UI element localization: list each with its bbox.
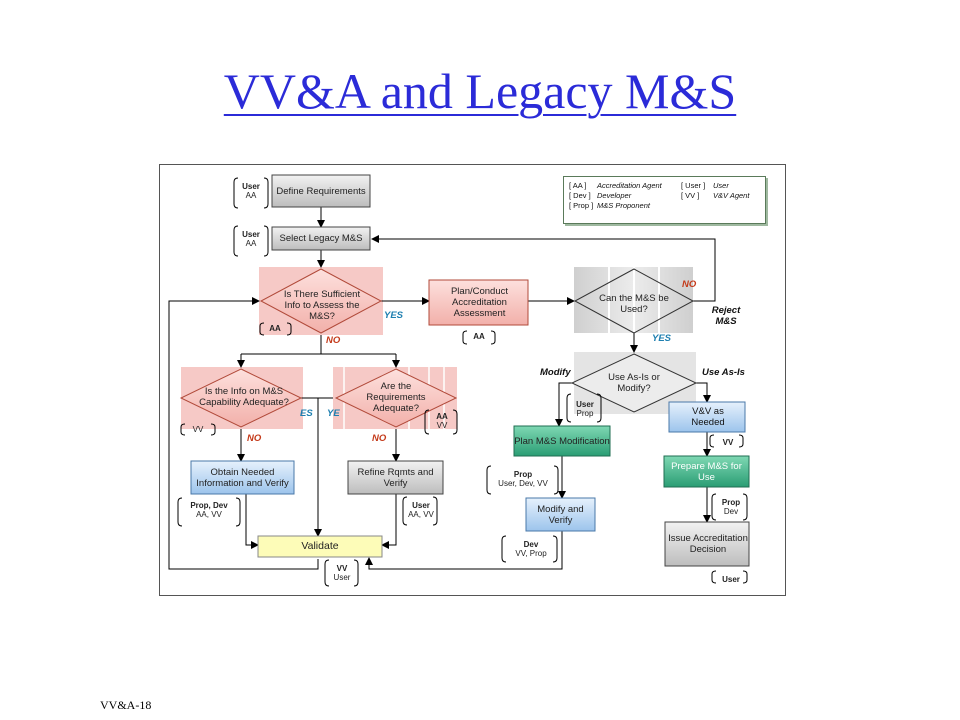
decision-can-be-used[interactable] — [573, 268, 695, 334]
edge-no-sufficient: NO — [326, 335, 341, 346]
edge-yes-can-be-used: YES — [652, 333, 672, 344]
role-plan-accreditation: AA — [473, 332, 485, 341]
box-validate[interactable] — [257, 535, 383, 558]
flow-connectors — [168, 207, 716, 570]
decision-info-adequate[interactable] — [179, 368, 303, 428]
box-refine-rqmts[interactable] — [347, 460, 444, 495]
box-prepare-use[interactable] — [663, 455, 750, 488]
box-select-legacy[interactable] — [271, 226, 371, 251]
edge-modify: Modify — [540, 367, 571, 378]
role-issue-decision: User — [722, 575, 740, 584]
box-issue-decision[interactable] — [664, 521, 750, 567]
box-plan-modification[interactable] — [513, 425, 611, 457]
flowchart-canvas — [168, 174, 750, 587]
edge-yes-info-adequate: ES — [300, 408, 313, 419]
edge-yes-requirements-adequate: YE — [327, 408, 340, 419]
decision-use-as-is[interactable] — [570, 353, 698, 413]
role-vv-as-needed: VV — [722, 438, 734, 447]
role-legend: [ AA ]Accreditation Agent [ User ]User [… — [563, 176, 766, 224]
role-brackets — [177, 177, 748, 587]
slide-title: VV&A and Legacy M&S — [223, 63, 737, 119]
legend-row: [ Prop ]M&S Proponent — [569, 201, 650, 210]
edge-no-info-adequate: NO — [247, 433, 262, 444]
box-vv-as-needed[interactable] — [668, 401, 746, 433]
legend-row: [ Dev ]Developer [ VV ]V&V Agent — [569, 191, 750, 200]
decision-sufficient-info[interactable] — [259, 268, 383, 334]
role-info-adequate: VV — [192, 425, 204, 434]
edge-no-requirements-adequate: NO — [372, 433, 387, 444]
slide-footer: VV&A-18 — [100, 698, 152, 712]
box-modify-verify[interactable] — [525, 497, 596, 532]
box-define-requirements[interactable] — [271, 174, 371, 208]
box-obtain-info[interactable] — [190, 460, 295, 495]
edge-no-can-be-used: NO — [682, 279, 697, 290]
decision-requirements-adequate[interactable] — [334, 368, 458, 428]
edge-yes-sufficient: YES — [384, 310, 404, 321]
edge-use-as-is: Use As-Is — [702, 367, 745, 378]
decision-bg-can-be-used — [574, 267, 693, 333]
edge-reject: Reject M&S — [711, 305, 741, 327]
legend-row: [ AA ]Accreditation Agent [ User ]User — [569, 181, 729, 190]
box-plan-accreditation[interactable] — [428, 279, 529, 326]
role-sufficient-info: AA — [269, 324, 281, 333]
